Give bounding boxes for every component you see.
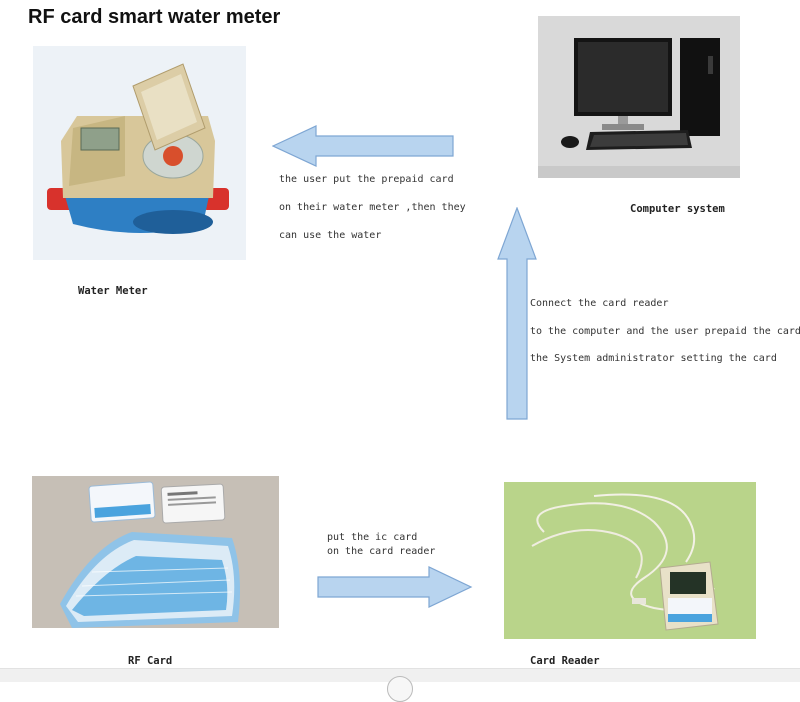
- meter-note-line: can use the water: [279, 230, 382, 241]
- water-meter-label: Water Meter: [78, 285, 148, 297]
- computer-system-label: Computer system: [630, 203, 725, 215]
- reader-note-line: to the computer and the user prepaid the…: [530, 326, 800, 337]
- computer-photo: [538, 16, 740, 178]
- scroll-indicator-icon[interactable]: [387, 676, 413, 702]
- meter-note-line: the user put the prepaid card: [279, 174, 454, 185]
- meter-note-line: on their water meter ,then they: [279, 202, 466, 213]
- arrow-left-icon: [272, 125, 454, 167]
- bottom-bar: [0, 668, 800, 682]
- card-note-line: put the ic card: [327, 532, 418, 543]
- reader-note-line: the System administrator setting the car…: [530, 353, 777, 364]
- card-reader-label: Card Reader: [530, 655, 600, 667]
- reader-note-line: Connect the card reader: [530, 298, 669, 309]
- water-meter-photo: [33, 46, 246, 260]
- card-note-line: on the card reader: [327, 546, 436, 557]
- rf-cards-photo: [32, 476, 279, 628]
- rf-card-label: RF Card: [128, 655, 173, 667]
- arrow-right-icon: [317, 566, 473, 608]
- card-reader-photo: [504, 482, 756, 639]
- arrow-up-icon: [497, 207, 537, 420]
- page-title: RF card smart water meter: [28, 6, 281, 28]
